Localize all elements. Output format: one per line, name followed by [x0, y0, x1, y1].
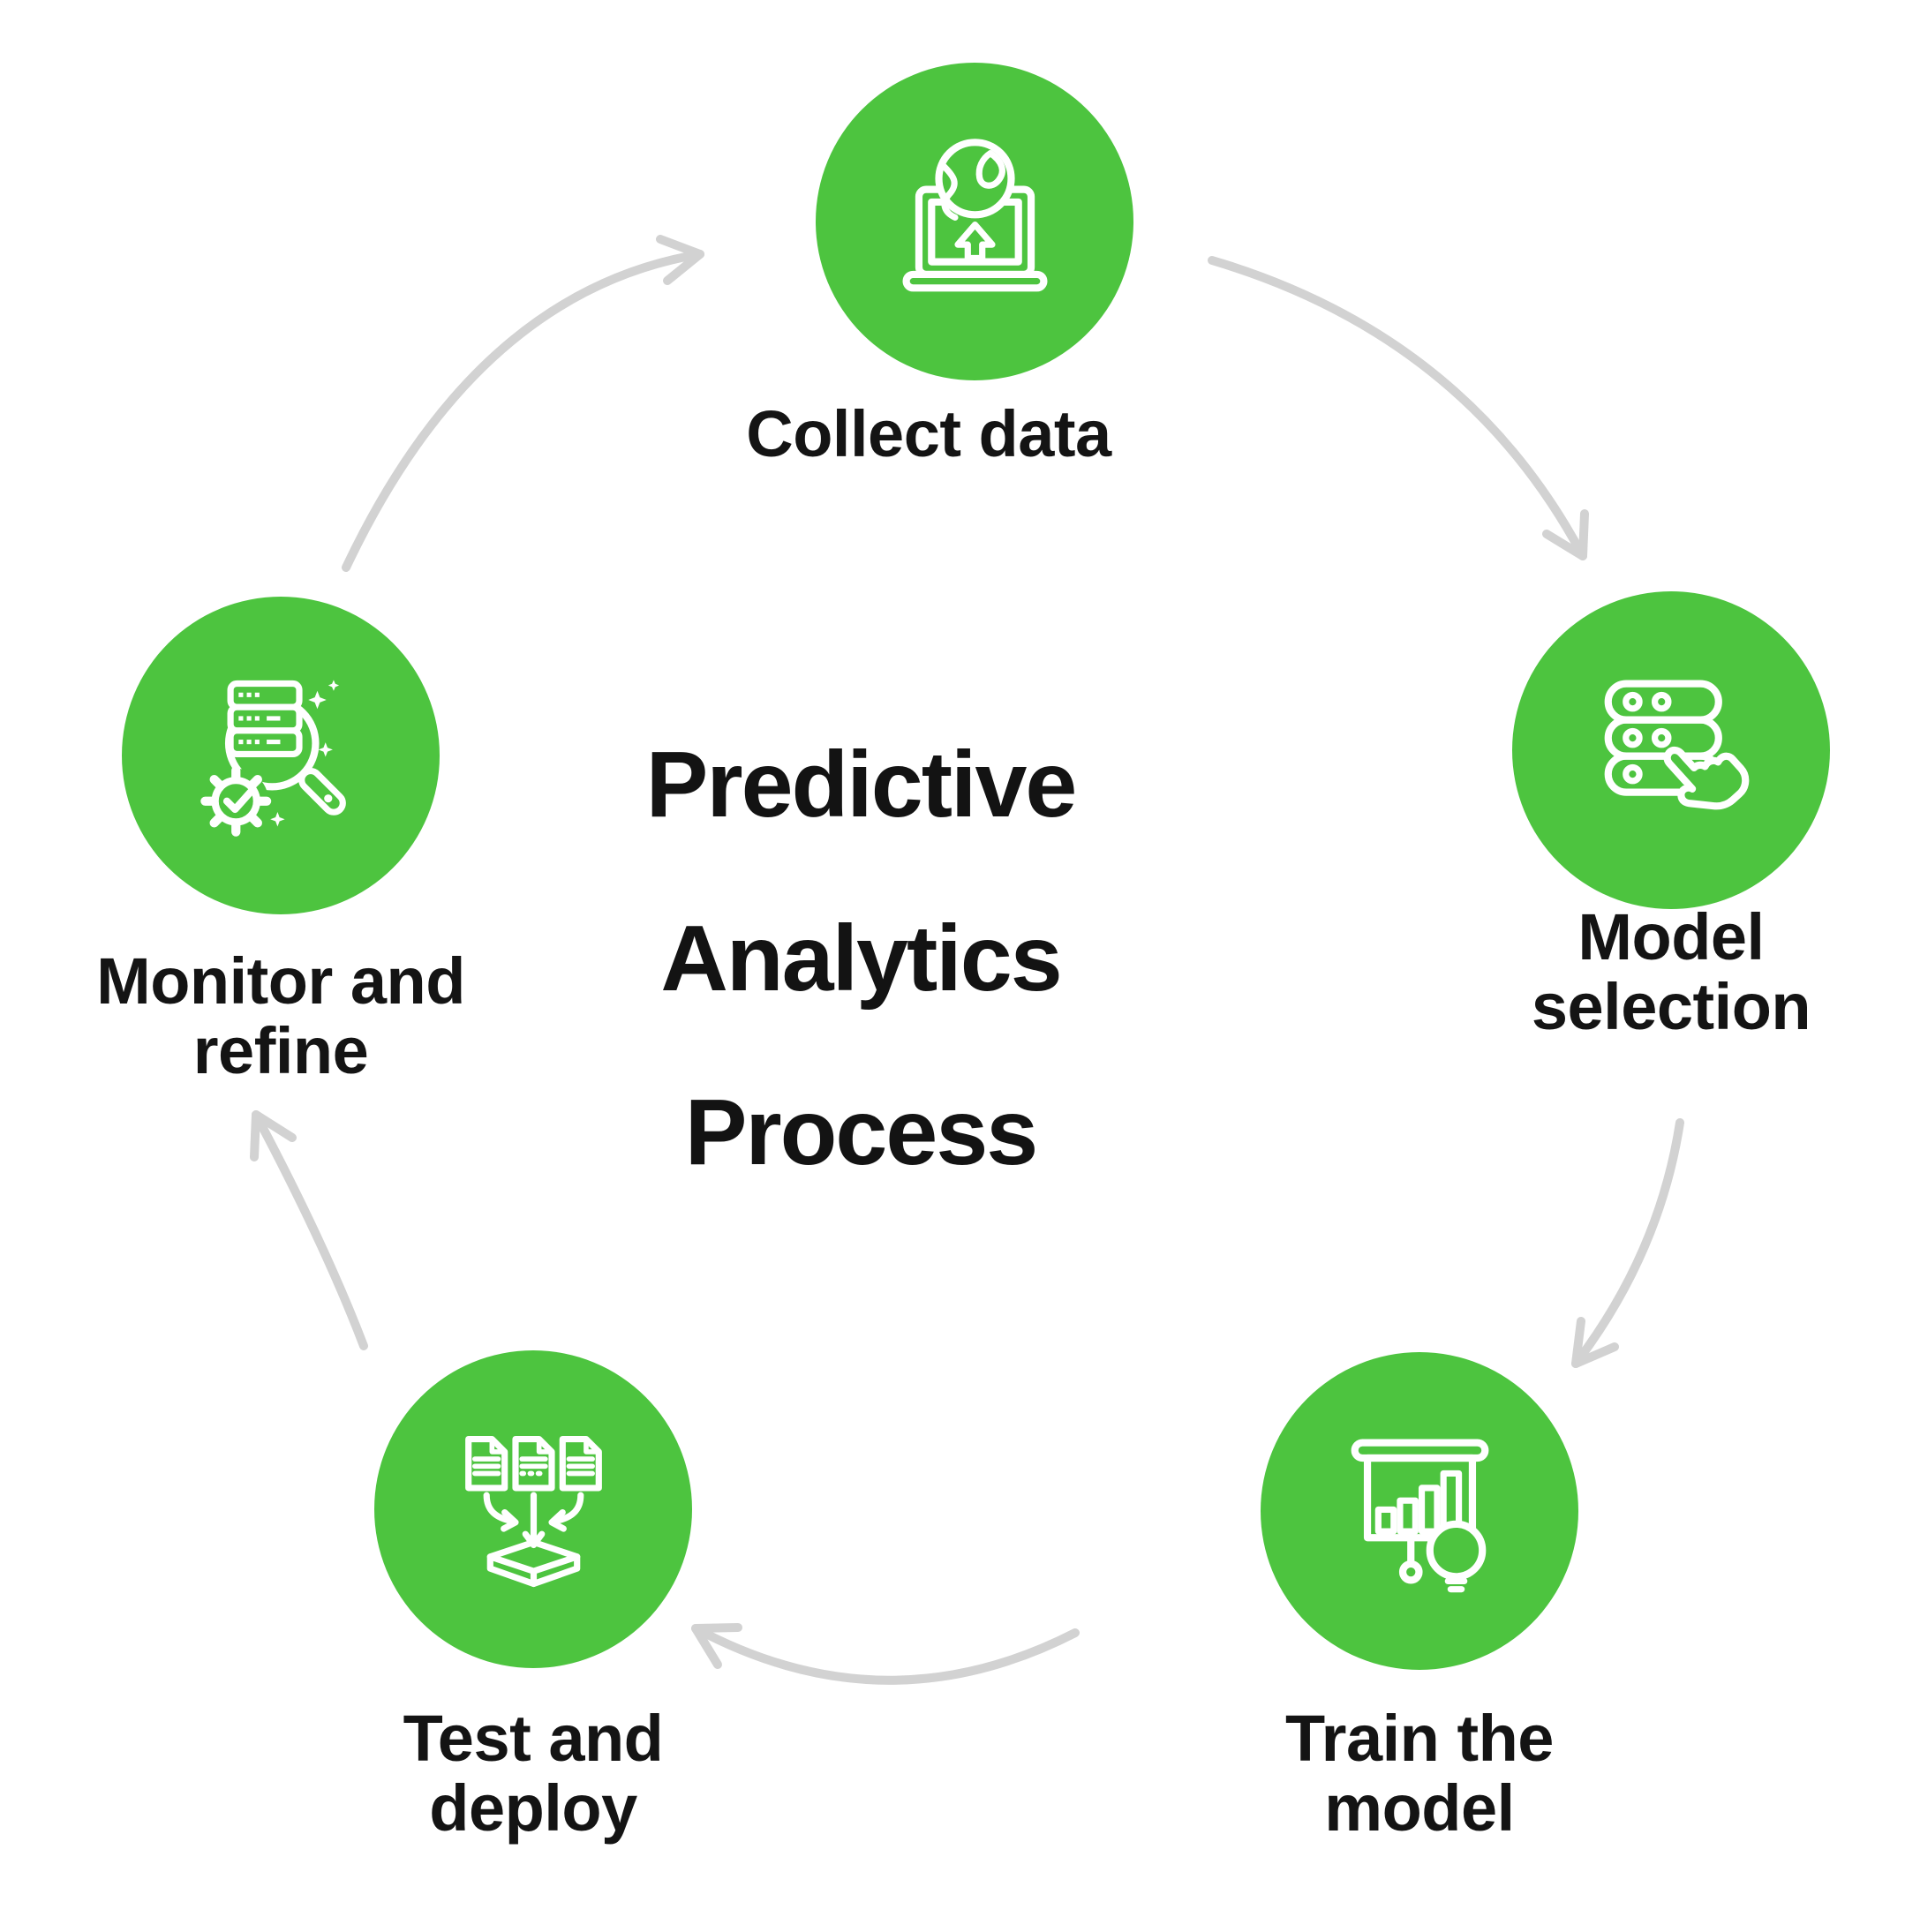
step-circle-train-the-model	[1261, 1352, 1578, 1670]
presentation-chart-lightbulb-icon	[1351, 1439, 1488, 1592]
step-label-collect-data: Collect data	[746, 397, 1111, 470]
arrow-monitor-to-collect-icon	[342, 235, 704, 572]
step-label-monitor-and-refine: Monitor and refine	[96, 944, 465, 1087]
step-circle-collect-data	[816, 63, 1133, 380]
arrow-collect-to-model-icon	[1208, 256, 1589, 560]
arrow-test-to-monitor-icon	[250, 1110, 368, 1350]
server-stack-select-hand-icon	[1604, 680, 1749, 809]
step-label-test-and-deploy: Test and deploy	[403, 1702, 664, 1845]
step-label-model-selection: Model selection	[1531, 900, 1811, 1043]
arrow-train-to-test-icon	[691, 1623, 1080, 1685]
server-magnifier-gear-check-icon	[200, 679, 346, 837]
step-circle-test-and-deploy	[374, 1350, 692, 1668]
step-circle-model-selection	[1512, 591, 1830, 909]
step-circle-monitor-and-refine	[122, 597, 440, 914]
laptop-globe-upload-icon	[902, 138, 1047, 291]
documents-deploy-box-icon	[464, 1435, 602, 1587]
diagram-title: Predictive Analytics Process	[645, 733, 1078, 1184]
arrow-model-to-train-icon	[1571, 1118, 1684, 1368]
step-label-train-the-model: Train the model	[1285, 1702, 1554, 1845]
